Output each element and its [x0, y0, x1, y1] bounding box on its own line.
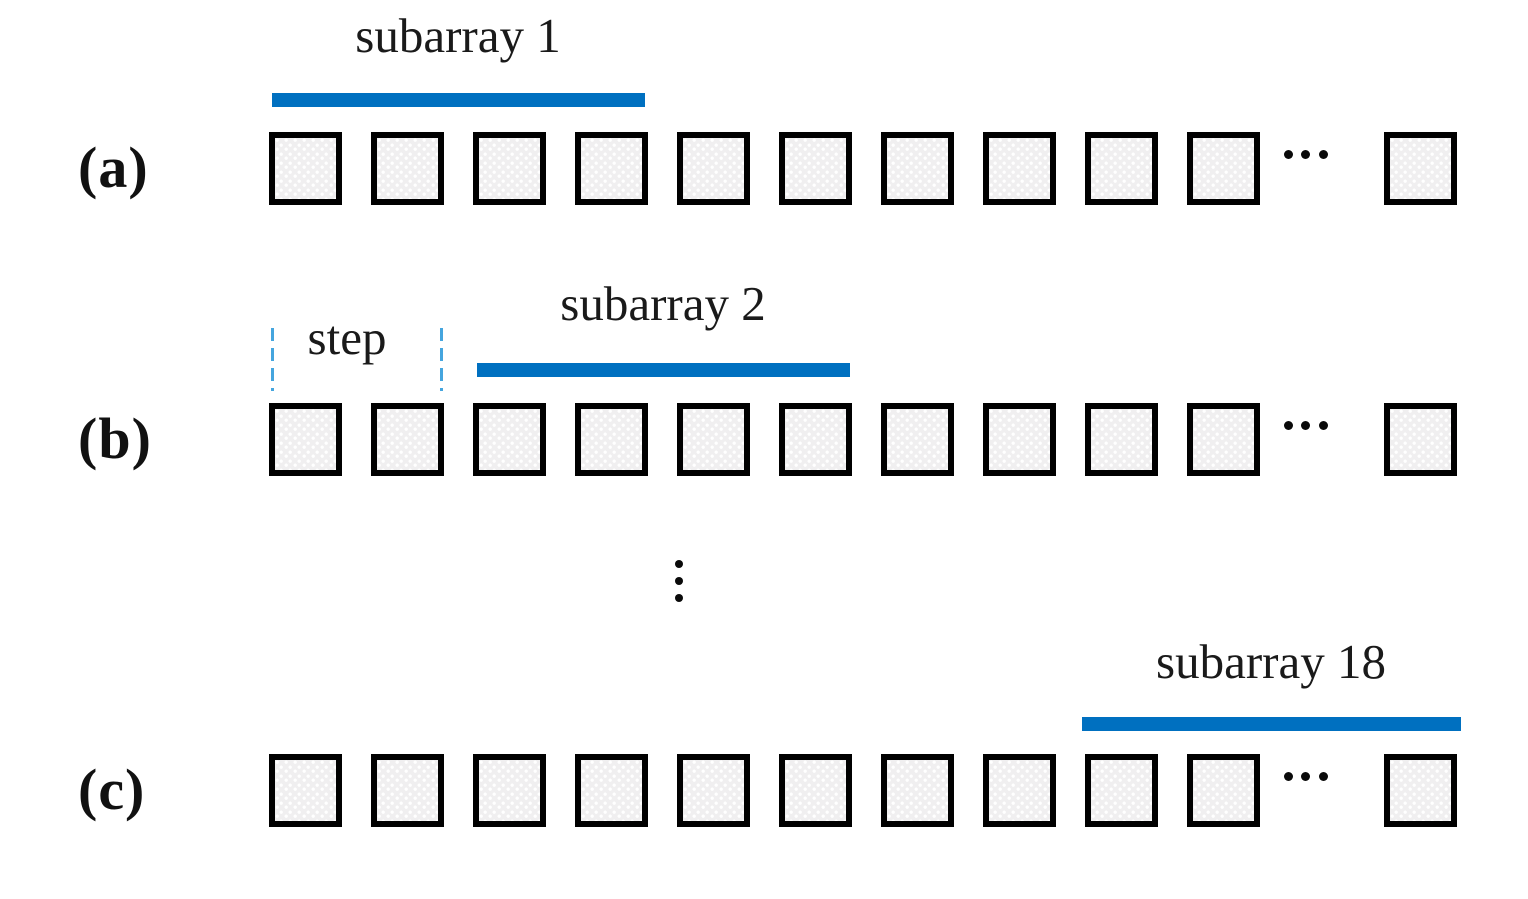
row-ellipsis-dot-icon: [1318, 149, 1328, 159]
array-element: [473, 403, 546, 476]
array-element: [1085, 403, 1158, 476]
subarray-1-bar: [272, 93, 645, 107]
array-element: [575, 403, 648, 476]
array-element: [881, 132, 954, 205]
array-element: [575, 132, 648, 205]
subarray-1-label: subarray 1: [355, 8, 561, 63]
array-element: [1384, 754, 1457, 827]
row-label-b: (b): [78, 406, 152, 471]
row-ellipsis-dot-icon: [1301, 420, 1310, 430]
array-element: [881, 403, 954, 476]
array-element: [677, 403, 750, 476]
row-label-a: (a): [78, 135, 149, 200]
array-element: [779, 132, 852, 205]
subarray-2-label: subarray 2: [560, 276, 766, 331]
row-ellipsis-dot-icon: [1318, 420, 1328, 430]
array-element: [1384, 403, 1457, 476]
row-ellipsis-dot-icon: [1318, 771, 1328, 781]
row-ellipsis-dot-icon: [1283, 771, 1293, 781]
vertical-ellipsis-dot-icon: [675, 577, 683, 585]
step-dashed-line-right-icon: [440, 328, 443, 391]
array-element: [677, 754, 750, 827]
array-element: [1187, 132, 1260, 205]
array-element: [1384, 132, 1457, 205]
row-ellipsis-dot-icon: [1301, 149, 1310, 159]
array-element: [269, 754, 342, 827]
step-dashed-line-left-icon: [271, 328, 274, 391]
row-ellipsis-dot-icon: [1301, 771, 1310, 781]
array-element: [983, 754, 1056, 827]
array-element: [779, 403, 852, 476]
array-element: [881, 754, 954, 827]
array-element: [1085, 132, 1158, 205]
array-element: [473, 132, 546, 205]
array-element: [1187, 754, 1260, 827]
row-ellipsis-dot-icon: [1283, 149, 1293, 159]
array-element: [371, 754, 444, 827]
array-element: [677, 132, 750, 205]
array-element: [983, 403, 1056, 476]
array-element: [269, 132, 342, 205]
subarray-18-label: subarray 18: [1156, 634, 1386, 689]
subarray-2-bar: [477, 363, 850, 377]
array-element: [1085, 754, 1158, 827]
array-element: [1187, 403, 1260, 476]
subarray-18-bar: [1082, 717, 1461, 731]
vertical-ellipsis-dot-icon: [675, 560, 683, 568]
vertical-ellipsis-icon: [675, 560, 683, 602]
row-label-c: (c): [78, 757, 146, 822]
array-element: [473, 754, 546, 827]
array-element: [371, 403, 444, 476]
array-element: [575, 754, 648, 827]
array-element: [371, 132, 444, 205]
array-element: [269, 403, 342, 476]
array-element: [779, 754, 852, 827]
step-label: step: [307, 310, 387, 365]
array-element: [983, 132, 1056, 205]
row-ellipsis-dot-icon: [1283, 420, 1293, 430]
vertical-ellipsis-dot-icon: [675, 594, 683, 602]
